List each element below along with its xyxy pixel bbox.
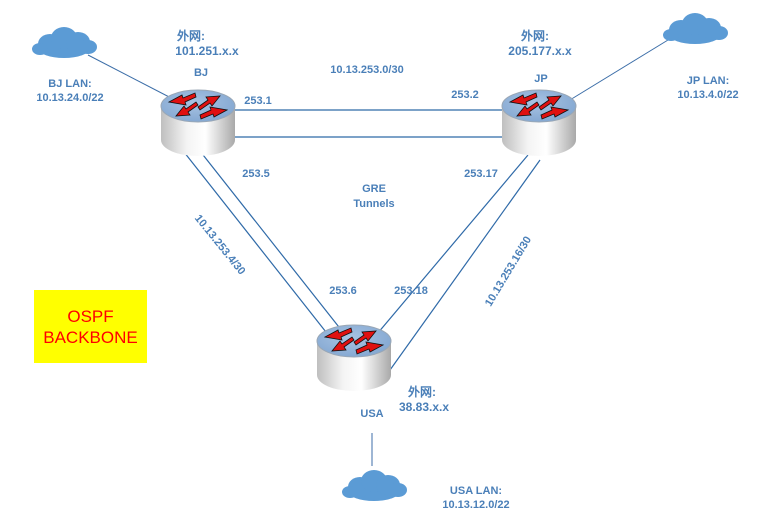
tunnel-bj-usa-line-a [183, 151, 338, 347]
bj-wan-title: 外网: [177, 29, 205, 43]
bj-lan-title: BJ LAN: [48, 78, 92, 90]
bj-router-icon [160, 89, 236, 157]
usa-wan-title: 外网: [408, 385, 436, 399]
link-jp-lan [564, 39, 669, 104]
bj-usa-usa-end: 253.6 [329, 285, 357, 297]
bj-wan-ip: 101.251.x.x [175, 44, 239, 58]
jp-router-name: JP [534, 73, 548, 85]
gre-tunnels [183, 109, 541, 371]
tunnel-jp-usa-line-b [389, 159, 541, 371]
usa-lan-title: USA LAN: [449, 485, 503, 497]
bj-router-name: BJ [193, 67, 209, 79]
usa-router-icon [316, 324, 392, 392]
tunnel-jp-usa-line-a [376, 154, 529, 335]
jp-lan-cloud-icon [663, 13, 728, 44]
ospf-line1: OSPF [67, 306, 114, 326]
bj-lan-net: 10.13.24.0/22 [36, 92, 104, 104]
jp-router-icon [501, 89, 577, 157]
link-bj-lan [87, 54, 176, 101]
jp-lan-title: JP LAN: [686, 75, 730, 87]
bj-jp-subnet: 10.13.253.0/30 [330, 64, 404, 76]
ospf-backbone-box: OSPF BACKBONE [34, 290, 147, 363]
cloud-icons [32, 13, 728, 501]
jp-usa-usa-end: 253.18 [394, 285, 428, 297]
bj-lan-cloud-icon [32, 27, 97, 58]
jp-usa-jp-end: 253.17 [464, 168, 498, 180]
lan-links [87, 39, 669, 466]
bj-jp-bj-end: 253.1 [244, 95, 272, 107]
jp-wan-ip: 205.177.x.x [508, 44, 572, 58]
bj-jp-jp-end: 253.2 [451, 89, 479, 101]
usa-lan-net: 10.13.12.0/22 [442, 499, 510, 511]
bj-usa-bj-end: 253.5 [242, 168, 270, 180]
gre-label-line1: GRE [362, 183, 386, 195]
ospf-line2: BACKBONE [43, 327, 138, 347]
jp-wan-title: 外网: [521, 29, 549, 43]
tunnel-bj-usa-line-b [195, 145, 347, 337]
usa-router-name: USA [360, 408, 384, 420]
gre-label-line2: Tunnels [353, 198, 395, 210]
jp-lan-net: 10.13.4.0/22 [677, 89, 739, 101]
usa-wan-ip: 38.83.x.x [398, 400, 450, 414]
usa-lan-cloud-icon [342, 470, 407, 501]
